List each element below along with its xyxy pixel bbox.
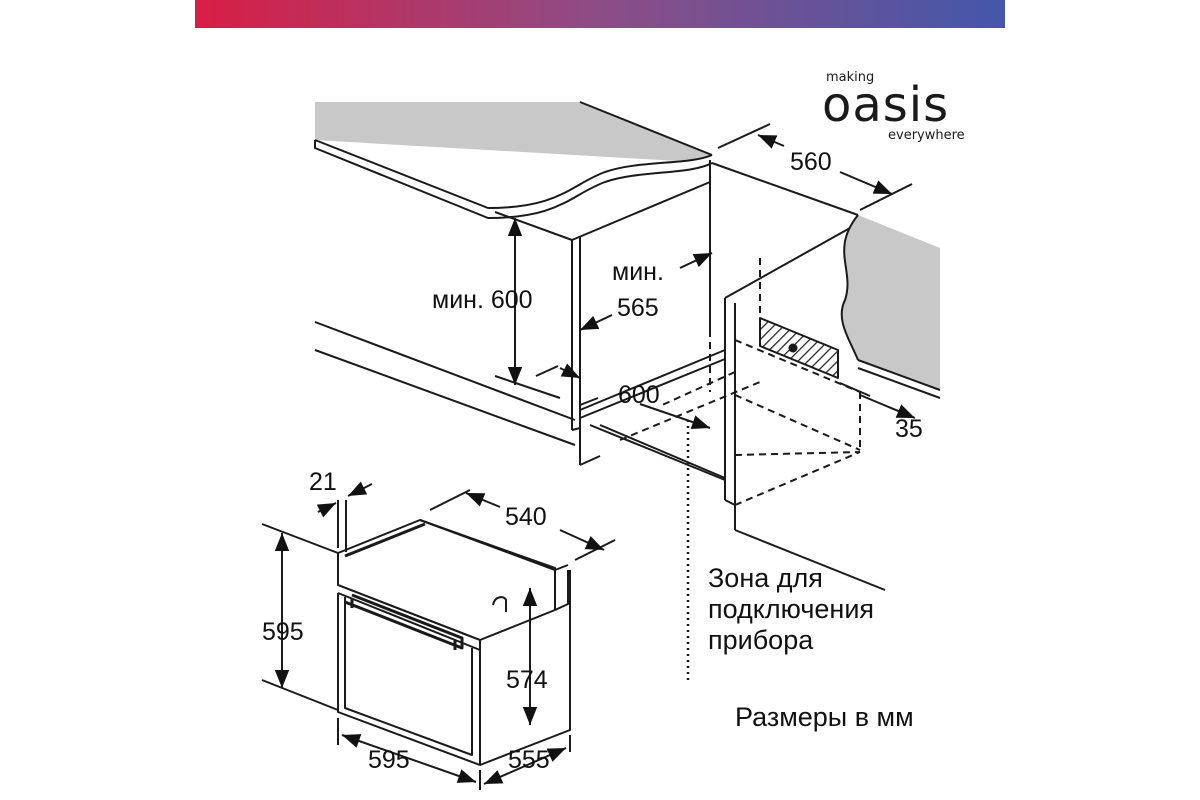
dim-niche-width xyxy=(579,397,711,429)
brand-logo: making oasis everywhere xyxy=(820,70,980,150)
label-oven-width: 595 xyxy=(368,746,410,774)
dim-oven-top-depth xyxy=(429,489,616,561)
label-niche-min-depth-prefix: мин. xyxy=(612,258,664,286)
label-oven-depth: 555 xyxy=(508,746,550,774)
brand-tagline-bottom: everywhere xyxy=(888,128,965,143)
gradient-top-bar xyxy=(195,0,1005,28)
dim-niche-offset xyxy=(839,382,916,419)
label-oven-height: 595 xyxy=(262,618,304,646)
brand-name: oasis xyxy=(822,77,950,133)
connection-zone-line1: Зона для xyxy=(708,563,823,593)
oven-body xyxy=(337,519,571,766)
worktop-right xyxy=(840,214,941,399)
dim-niche-depth xyxy=(717,123,913,211)
connection-zone-box xyxy=(759,317,839,379)
connection-zone-line3: прибора xyxy=(708,625,814,655)
label-niche-offset: 35 xyxy=(895,415,923,443)
niche-hidden-lines xyxy=(619,258,861,506)
label-niche-width: 600 xyxy=(618,381,660,409)
connection-zone-label: Зона для подключения прибора xyxy=(708,563,874,656)
brand-tagline-top: making xyxy=(826,70,875,85)
label-oven-inner-height: 574 xyxy=(506,666,548,694)
label-niche-depth: 560 xyxy=(790,148,832,176)
label-niche-min-depth-value: 565 xyxy=(617,294,659,322)
worktop-left xyxy=(314,101,713,219)
connection-zone-line2: подключения xyxy=(708,594,875,624)
dim-oven-height xyxy=(261,523,339,711)
units-note: Размеры в мм xyxy=(735,702,914,732)
dim-niche-min-depth xyxy=(535,252,713,379)
floor-lines xyxy=(314,321,726,481)
dim-oven-width xyxy=(337,718,481,790)
dim-oven-depth xyxy=(483,735,571,785)
dim-panel-thickness xyxy=(316,481,373,552)
label-oven-top-depth: 540 xyxy=(505,503,547,531)
label-niche-height: мин. 600 xyxy=(432,286,533,314)
dim-niche-height xyxy=(494,218,561,399)
label-panel-thickness: 21 xyxy=(309,468,337,496)
